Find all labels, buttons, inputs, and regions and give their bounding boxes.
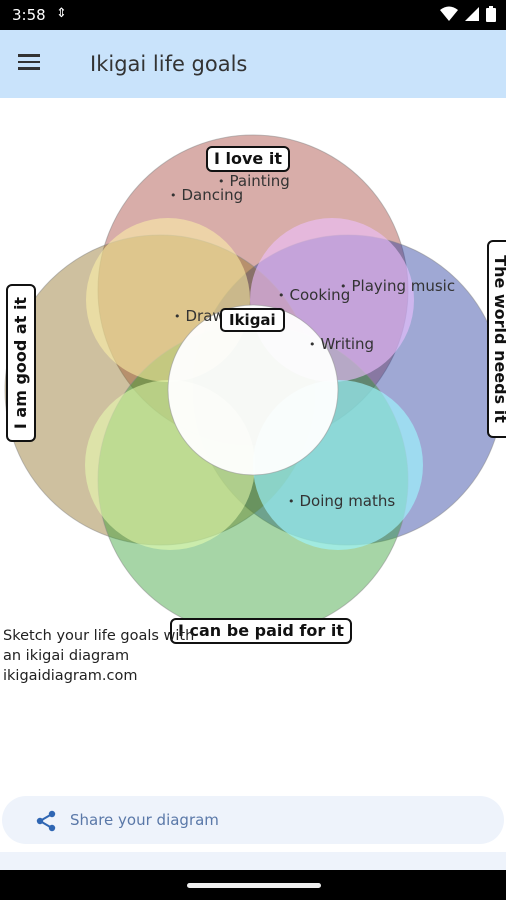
goal-painting: Painting (218, 172, 290, 190)
goal-doing-maths: Doing maths (288, 492, 396, 510)
home-gesture-handle[interactable] (187, 883, 321, 888)
caption-line-2: an ikigai diagram (3, 648, 130, 664)
share-diagram-label: Share your diagram (70, 811, 219, 829)
goal-writing: Writing (309, 335, 375, 353)
cellular-icon (465, 7, 479, 21)
label-good-at-it: I am good at it (6, 284, 36, 442)
battery-icon (486, 6, 496, 22)
label-good-at-it-text: I am good at it (11, 296, 30, 430)
app-title: Ikigai life goals (90, 52, 248, 76)
status-bar: 3:58 ⇕ (0, 0, 506, 30)
label-paid-for-it: I can be paid for it (170, 618, 352, 644)
ikigai-center (167, 304, 339, 476)
system-navigation-bar (0, 870, 506, 900)
goal-cooking: Cooking (278, 286, 351, 304)
goal-playing-music: Playing music (340, 277, 456, 295)
label-ikigai: Ikigai (220, 308, 285, 332)
sync-icon: ⇕ (56, 6, 67, 21)
label-i-love-it: I love it (206, 146, 290, 172)
caption-line-1: Sketch your life goals with (3, 628, 195, 644)
bottom-panel-edge (0, 852, 506, 870)
goal-dancing: Dancing (170, 186, 244, 204)
label-world-needs-it-text: The world needs it (491, 255, 506, 423)
share-diagram-button[interactable]: Share your diagram (2, 796, 504, 844)
status-time: 3:58 (12, 6, 46, 24)
wifi-icon (440, 6, 458, 21)
app-bar: Ikigai life goals (0, 30, 506, 98)
menu-icon[interactable] (18, 50, 52, 80)
caption-line-3: ikigaidiagram.com (3, 668, 138, 684)
label-world-needs-it: The world needs it (487, 240, 506, 438)
status-icons (440, 6, 496, 22)
caption: Sketch your life goals with an ikigai di… (3, 626, 194, 686)
share-icon (36, 810, 56, 832)
